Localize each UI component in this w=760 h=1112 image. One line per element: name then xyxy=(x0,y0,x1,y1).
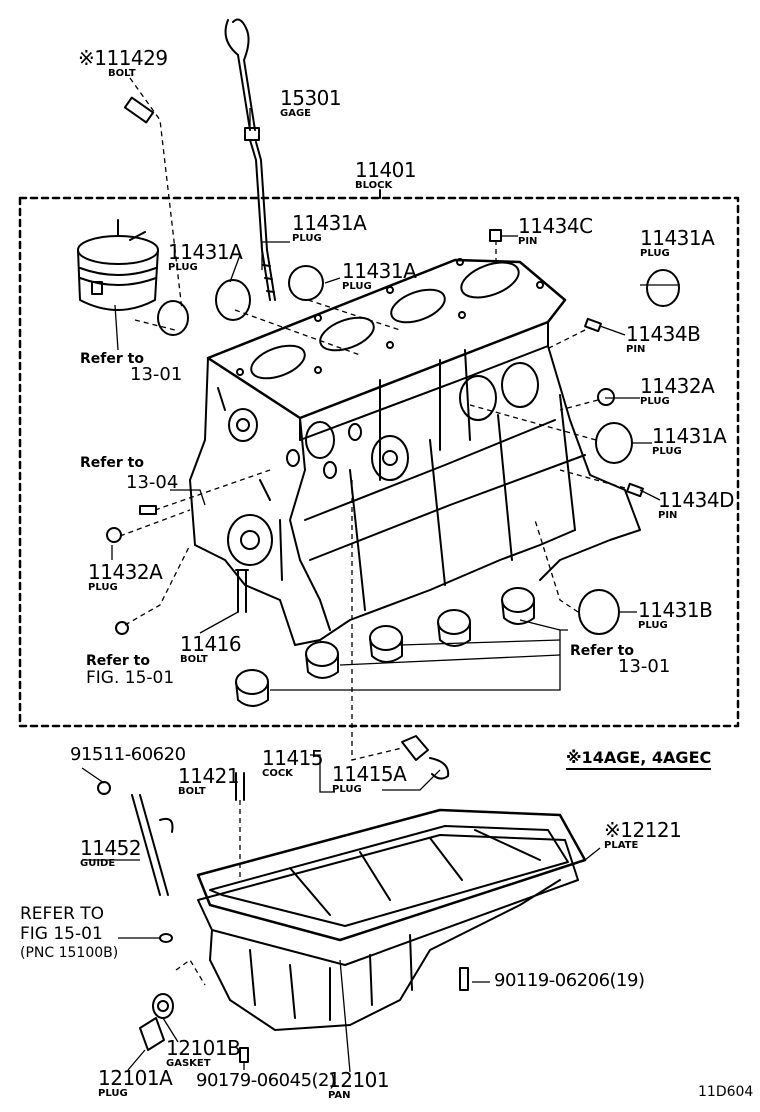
part-label-11434b: 11434B PIN xyxy=(626,322,701,355)
part-number: 12101 xyxy=(328,1068,390,1092)
diagram-code: 11D604 xyxy=(698,1084,754,1100)
reference-line: 13-04 xyxy=(126,472,179,493)
part-number: 11415 xyxy=(262,746,324,770)
reference-note: Refer to 13-01 xyxy=(570,644,670,676)
reference-line: FIG. 15-01 xyxy=(86,668,175,688)
reference-line: (PNC 15100B) xyxy=(20,945,119,961)
oil-pan-drawing xyxy=(196,808,587,1031)
part-number: 11432A xyxy=(88,560,163,584)
part-label-11431a-4: 11431A PLUG xyxy=(640,226,715,259)
part-number: 11431B xyxy=(638,598,713,622)
part-number: 11431A xyxy=(640,226,715,250)
part-label-11432a-1: 11432A PLUG xyxy=(640,374,715,407)
part-label-11452: 11452 GUIDE xyxy=(80,836,142,869)
part-number: 11434C xyxy=(518,214,593,238)
part-name: BOLT xyxy=(178,786,206,797)
reference-line: REFER TO xyxy=(20,904,105,924)
part-label-11416: 11416 BOLT xyxy=(180,632,242,665)
part-name: COCK xyxy=(262,768,293,779)
applicability-note: ※14AGE, 4AGEC xyxy=(566,750,712,770)
part-number: 11416 xyxy=(180,632,242,656)
part-name: PLATE xyxy=(604,840,639,851)
reference-line: 13-01 xyxy=(130,364,183,385)
part-label-11431a-2: 11431A PLUG xyxy=(168,240,243,273)
part-name: PLUG xyxy=(88,582,118,593)
part-name: PIN xyxy=(626,344,646,355)
part-name: PLUG xyxy=(332,784,362,795)
main-bearings-drawing xyxy=(235,587,535,707)
part-name: BOLT xyxy=(180,654,208,665)
part-label-11434c: 11434C PIN xyxy=(518,216,593,247)
part-name: BOLT xyxy=(108,68,136,79)
part-label-111429: ※111429 BOLT xyxy=(78,48,168,79)
part-number: 11431A xyxy=(342,259,417,283)
reference-line: Refer to xyxy=(80,455,144,471)
reference-note: Refer to 13-04 xyxy=(80,456,178,492)
part-number: ※12121 xyxy=(604,818,682,842)
part-label-11401: 11401 BLOCK xyxy=(355,158,417,191)
part-number: 12101B xyxy=(166,1036,241,1060)
reference-line: FIG 15-01 xyxy=(20,924,103,944)
part-label-12101a: 12101A PLUG xyxy=(98,1066,173,1099)
reference-note: Refer to FIG. 15-01 xyxy=(86,654,174,687)
part-label-12121: ※12121 PLATE xyxy=(604,818,682,851)
reference-note: Refer to 13-01 xyxy=(80,352,182,384)
piston-drawing xyxy=(77,219,159,311)
part-label-11431a-1: 11431A PLUG xyxy=(292,211,367,244)
part-name: PIN xyxy=(518,236,538,247)
part-number: 11415A xyxy=(332,762,407,786)
part-label-11431a-3: 11431A PLUG xyxy=(342,259,417,292)
part-name: BLOCK xyxy=(355,180,393,191)
part-name: PLUG xyxy=(342,281,372,292)
part-name: PLUG xyxy=(292,233,322,244)
part-number: 11431A xyxy=(652,424,727,448)
reference-line: 13-01 xyxy=(618,656,671,677)
part-number: 11432A xyxy=(640,374,715,398)
part-number-90179: 90179-06045(2) xyxy=(196,1070,336,1091)
part-name: PLUG xyxy=(98,1088,128,1099)
part-name: PLUG xyxy=(640,396,670,407)
part-name: PLUG xyxy=(638,620,668,631)
part-name: GASKET xyxy=(166,1058,211,1069)
part-name: PLUG xyxy=(168,262,198,273)
reference-line: Refer to xyxy=(80,351,144,367)
part-name: PIN xyxy=(658,510,678,521)
part-number: 11431A xyxy=(168,240,243,264)
cylinder-block-drawing xyxy=(189,258,641,646)
part-label-11434d: 11434D PIN xyxy=(658,488,735,521)
part-label-12101: 12101 PAN xyxy=(328,1068,390,1101)
part-number: 15301 xyxy=(280,86,342,110)
part-name: PAN xyxy=(328,1090,351,1101)
part-label-11431a-5: 11431A PLUG xyxy=(652,424,727,457)
part-label-11431b: 11431B PLUG xyxy=(638,598,713,631)
part-number: 12101A xyxy=(98,1066,173,1090)
part-label-11421: 11421 BOLT xyxy=(178,764,240,797)
part-name: PLUG xyxy=(652,446,682,457)
part-name: GUIDE xyxy=(80,858,116,869)
part-number: 11401 xyxy=(355,158,417,182)
part-label-15301: 15301 GAGE xyxy=(280,86,342,119)
part-number: 11452 xyxy=(80,836,142,860)
part-label-11432a-2: 11432A PLUG xyxy=(88,560,163,593)
part-label-12101b: 12101B GASKET xyxy=(166,1036,241,1069)
part-label-11415a: 11415A PLUG xyxy=(332,762,407,795)
part-number-91511: 91511-60620 xyxy=(70,744,186,765)
part-number: 11421 xyxy=(178,764,240,788)
part-name: PLUG xyxy=(640,248,670,259)
reference-note: REFER TO FIG 15-01 (PNC 15100B) xyxy=(20,904,119,961)
part-label-11415: 11415 COCK xyxy=(262,746,324,779)
oil-gauge-drawing xyxy=(224,18,276,301)
reference-line: Refer to xyxy=(86,653,150,669)
part-number: 11434B xyxy=(626,322,701,346)
part-name: GAGE xyxy=(280,108,311,119)
part-number-90119: 90119-06206(19) xyxy=(494,970,645,991)
part-number: 11434D xyxy=(658,488,735,512)
part-number: 11431A xyxy=(292,211,367,235)
part-number: ※111429 xyxy=(78,46,168,70)
reference-line: Refer to xyxy=(570,643,634,659)
